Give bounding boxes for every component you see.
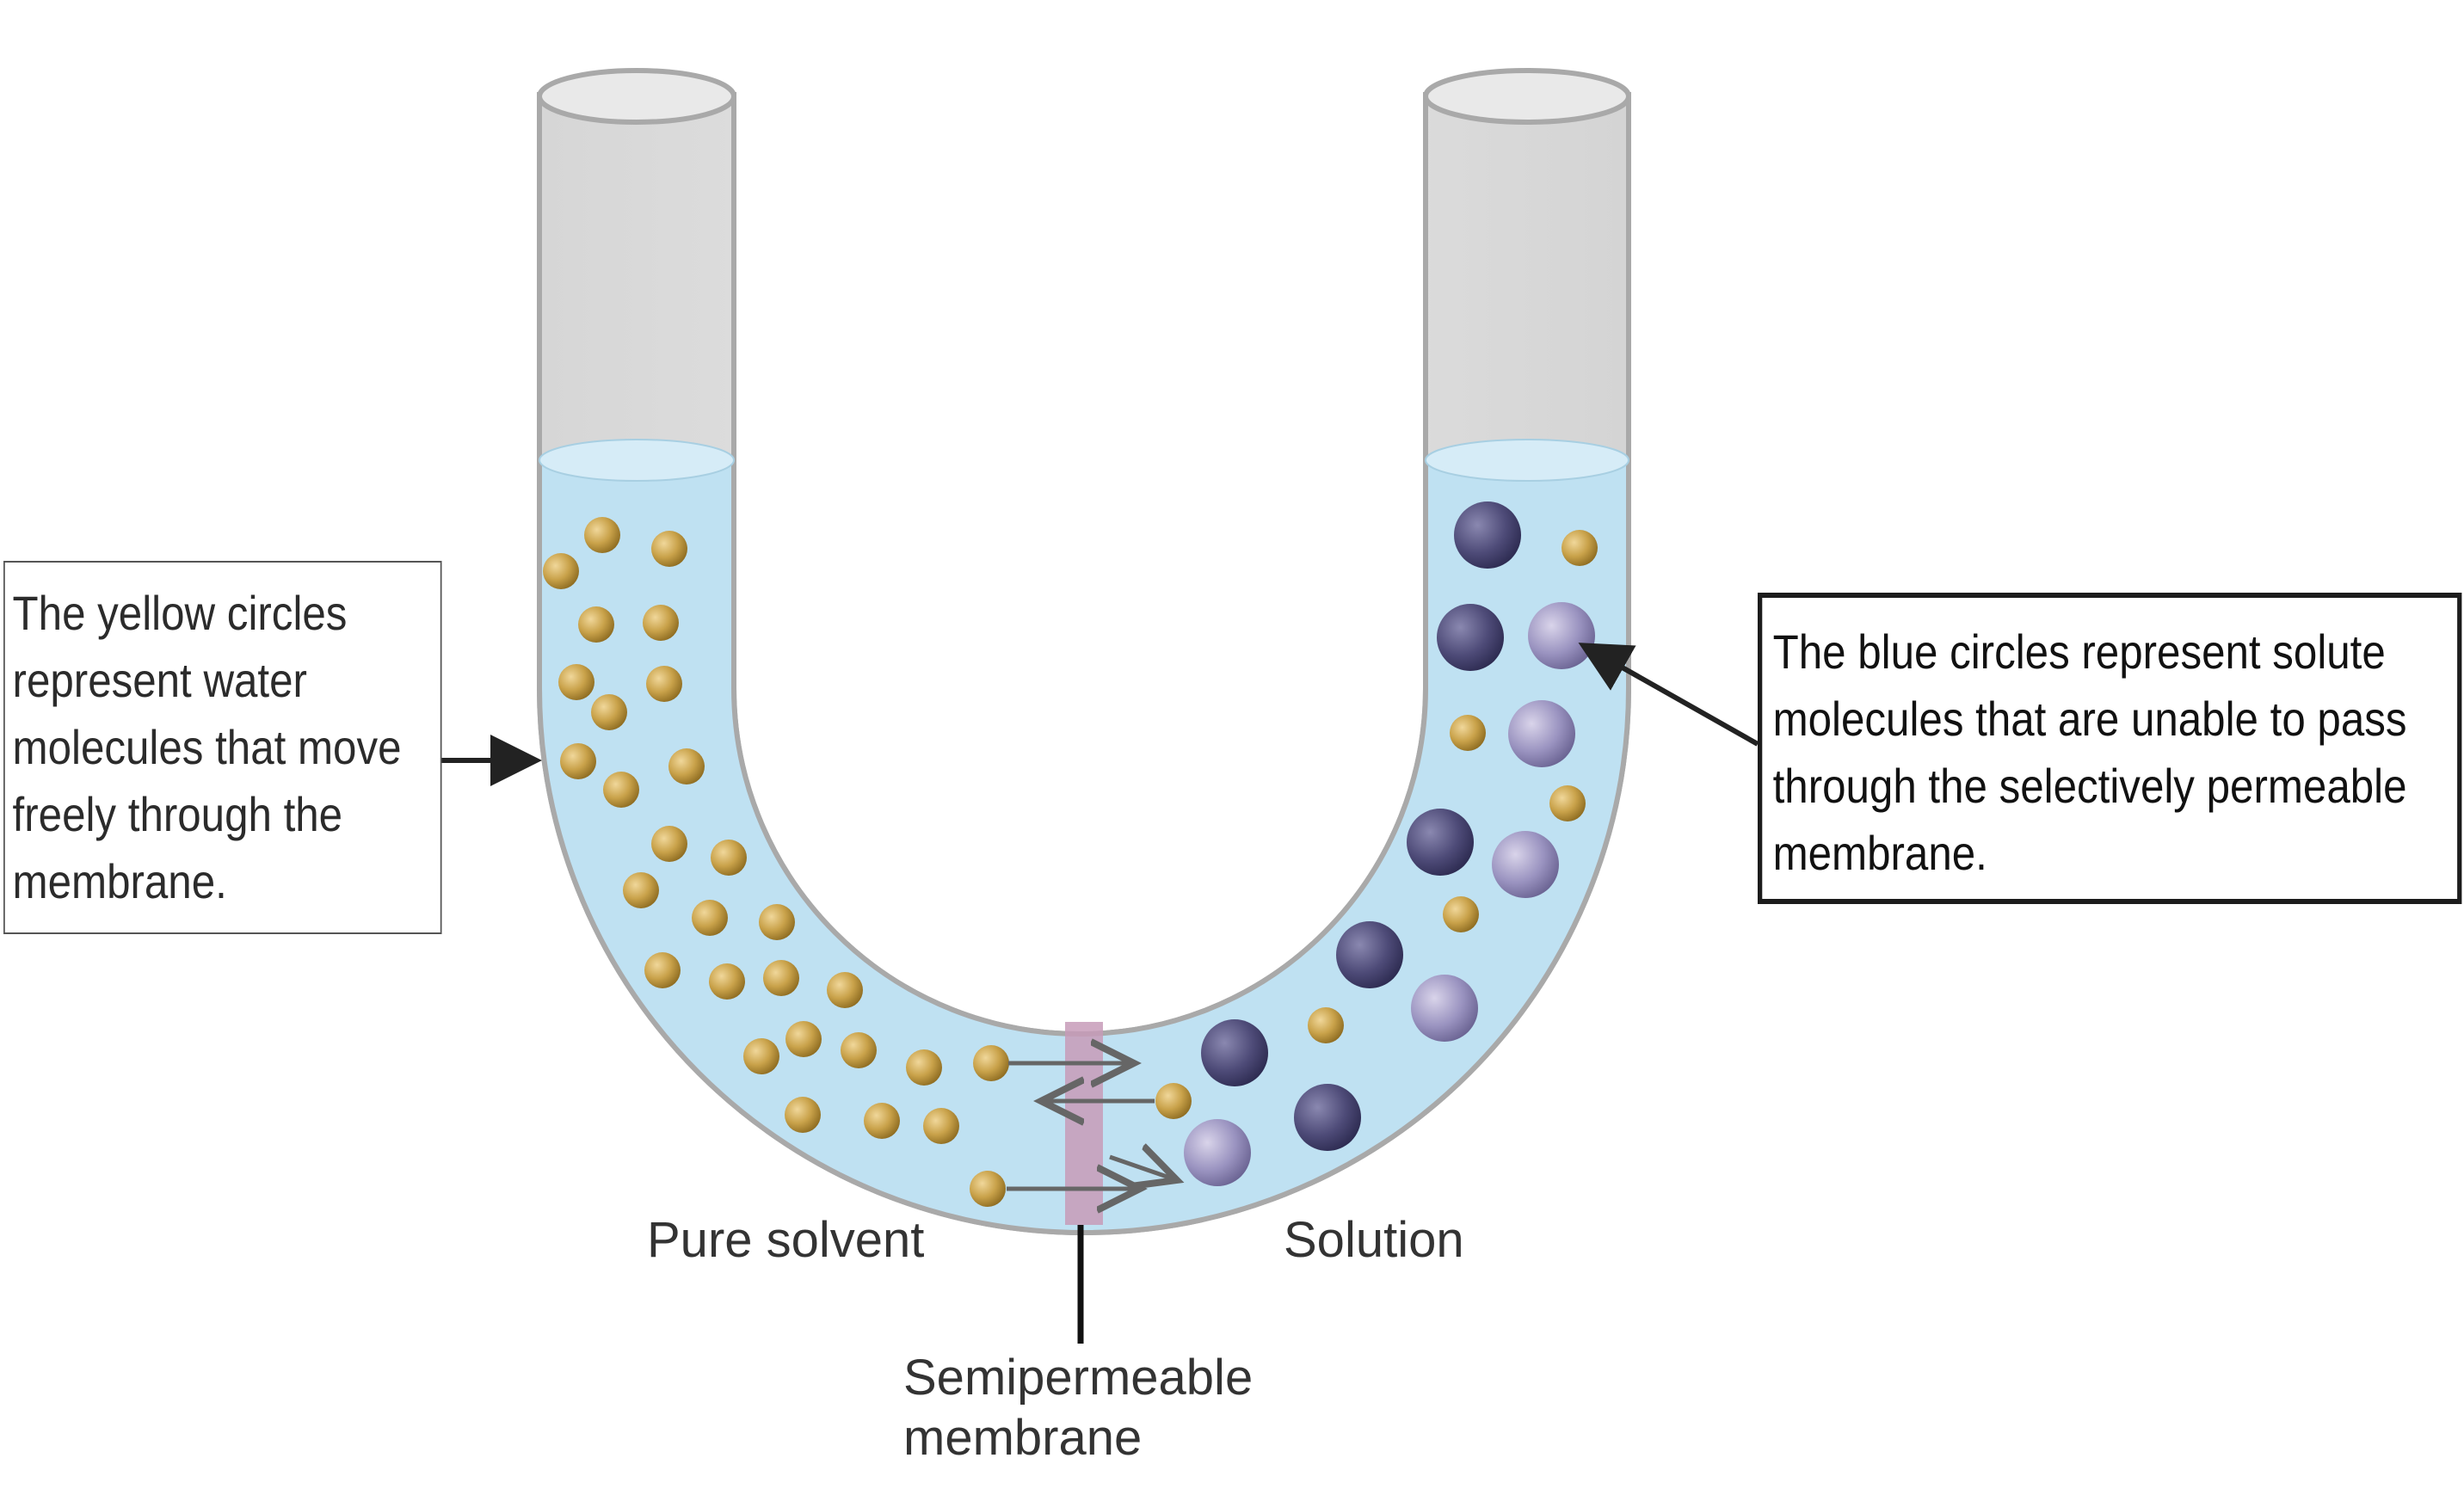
liquid-surface-right — [1425, 439, 1629, 482]
water-molecule — [646, 666, 682, 702]
solute-molecule — [1201, 1019, 1268, 1086]
tube-opening-left — [537, 68, 736, 125]
semipermeable-membrane — [1065, 1022, 1103, 1225]
label-solution: Solution — [1284, 1212, 1464, 1268]
label-membrane-line2: membrane — [903, 1410, 1143, 1466]
callout-water-molecules: The yellow circles represent water molec… — [3, 561, 442, 934]
solute-molecule — [1454, 501, 1521, 569]
water-molecule — [970, 1171, 1006, 1207]
water-molecule — [558, 664, 594, 700]
callout-arrow-right — [1578, 643, 1759, 747]
solute-molecule — [1437, 604, 1504, 671]
water-molecule — [763, 960, 799, 996]
water-molecule — [841, 1032, 877, 1068]
water-molecule — [864, 1103, 900, 1139]
label-pure-solvent: Pure solvent — [647, 1212, 925, 1268]
water-molecules — [543, 517, 1598, 1207]
water-molecule — [692, 900, 728, 936]
liquid-surface-left — [539, 439, 735, 482]
solute-molecule — [1407, 809, 1474, 876]
callout-water-text: The yellow circles represent water molec… — [12, 586, 402, 908]
water-molecule — [644, 952, 681, 988]
water-molecule — [1155, 1083, 1192, 1119]
diffusion-arrows — [1007, 1063, 1177, 1189]
water-molecule — [560, 743, 596, 779]
solute-molecule — [1294, 1084, 1361, 1151]
water-molecule — [643, 605, 679, 641]
callout-solute-molecules: The blue circles represent solute molecu… — [1758, 593, 2462, 904]
solute-molecule — [1508, 700, 1575, 767]
solute-molecule — [1336, 921, 1403, 988]
solute-molecule — [1184, 1119, 1251, 1186]
water-molecule — [1549, 785, 1586, 821]
water-molecule — [1562, 530, 1598, 566]
water-molecule — [785, 1097, 821, 1133]
water-molecule — [973, 1045, 1009, 1081]
solute-molecule — [1528, 602, 1595, 669]
water-molecule — [743, 1038, 779, 1074]
water-molecule — [709, 963, 745, 1000]
water-molecule — [591, 694, 627, 730]
water-molecule — [543, 553, 579, 589]
solute-molecule — [1411, 975, 1478, 1042]
water-molecule — [651, 826, 687, 862]
water-molecule — [827, 972, 863, 1008]
water-molecule — [785, 1021, 822, 1057]
water-molecule — [711, 840, 747, 876]
solute-molecule — [1492, 831, 1559, 898]
water-molecule — [668, 748, 705, 784]
water-molecule — [1443, 896, 1479, 932]
label-membrane-line1: Semipermeable — [903, 1350, 1254, 1406]
solute-molecules — [1184, 501, 1595, 1186]
water-molecule — [759, 904, 795, 940]
water-molecule — [584, 517, 620, 553]
water-molecule — [651, 531, 687, 567]
water-molecule — [906, 1049, 942, 1086]
water-molecule — [923, 1108, 959, 1144]
water-molecule — [1308, 1007, 1344, 1043]
tube-opening-right — [1423, 68, 1631, 125]
water-molecule — [603, 772, 639, 808]
water-molecule — [578, 606, 614, 643]
callout-solute-text: The blue circles represent solute molecu… — [1772, 624, 2407, 880]
water-molecule — [623, 872, 659, 908]
water-molecule — [1450, 715, 1486, 751]
